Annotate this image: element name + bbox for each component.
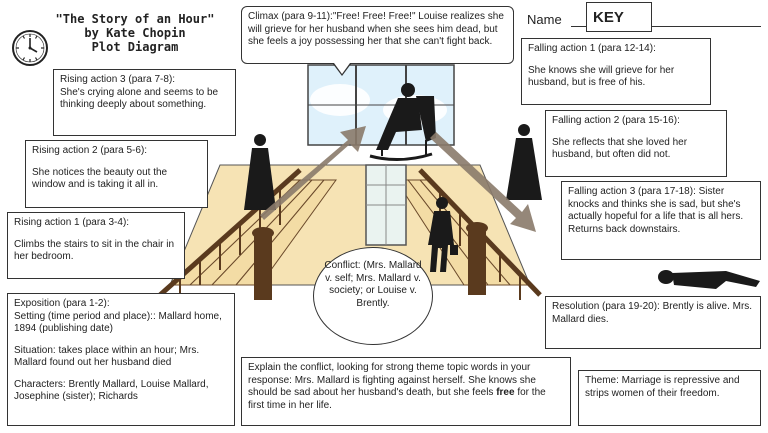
woman-in-rocking-chair — [369, 83, 436, 161]
falling-action-2-text: She reflects that she loved her husband,… — [552, 136, 688, 161]
conflict-explanation-box: Explain the conflict, looking for strong… — [241, 357, 571, 426]
name-field-row: Name KEY — [527, 2, 763, 36]
right-newel-post — [468, 230, 486, 295]
exposition-situation: Situation: takes place within an hour; M… — [14, 344, 200, 369]
conflict-text: Conflict: (Mrs. Mallard v. self; Mrs. Ma… — [324, 260, 422, 309]
conflict-explanation-bold: free — [496, 387, 515, 398]
woman-silhouette-left — [244, 134, 276, 210]
climax-box: Climax (para 9-11):"Free! Free! Free!" L… — [241, 6, 514, 64]
clock-icon — [12, 30, 48, 66]
rising-action-3-box: Rising action 3 (para 7-8): She's crying… — [53, 69, 236, 136]
resolution-text: Resolution (para 19-20): Brently is aliv… — [552, 301, 753, 325]
exposition-characters: Characters: Brently Mallard, Louise Mall… — [14, 378, 209, 403]
title-line-subtitle: Plot Diagram — [91, 40, 179, 54]
resolution-box: Resolution (para 19-20): Brently is aliv… — [545, 296, 761, 349]
man-with-briefcase-silhouette — [428, 197, 458, 272]
door-illustration — [365, 164, 407, 246]
rising-action-1-text: Climbs the stairs to sit in the chair in… — [14, 238, 175, 263]
rising-arrow — [260, 126, 366, 220]
key-box: KEY — [586, 2, 652, 32]
rising-action-2-box: Rising action 2 (para 5-6): She notices … — [25, 140, 208, 208]
falling-action-1-text: She knows she will grieve for her husban… — [528, 64, 675, 89]
falling-arrow — [430, 132, 536, 232]
rising-action-2-text: She notices the beauty out the window an… — [32, 166, 168, 191]
rising-action-3-heading: Rising action 3 (para 7-8): — [60, 74, 176, 85]
exposition-setting: Setting (time period and place):: Mallar… — [14, 310, 222, 335]
rising-action-2-heading: Rising action 2 (para 5-6): — [32, 145, 148, 156]
falling-action-2-box: Falling action 2 (para 15-16): She refle… — [545, 110, 727, 177]
diagram-title: "The Story of an Hour" by Kate Chopin Pl… — [40, 12, 230, 54]
theme-box: Theme: Marriage is repressive and strips… — [578, 370, 761, 426]
conflict-explanation-after: for the first time in her life. — [248, 387, 546, 411]
falling-action-2-heading: Falling action 2 (para 15-16): — [552, 115, 680, 126]
falling-action-3-box: Falling action 3 (para 17-18): Sister kn… — [561, 181, 761, 260]
conflict-explanation-text: Explain the conflict, looking for strong… — [248, 362, 564, 412]
name-underline — [571, 26, 761, 27]
rising-action-1-heading: Rising action 1 (para 3-4): — [14, 217, 130, 228]
exposition-box: Exposition (para 1-2): Setting (time per… — [7, 293, 235, 426]
falling-action-1-box: Falling action 1 (para 12-14): She knows… — [521, 38, 711, 105]
title-line-author: by Kate Chopin — [84, 26, 186, 40]
falling-action-1-heading: Falling action 1 (para 12-14): — [528, 43, 656, 54]
fallen-body-silhouette — [658, 270, 760, 289]
title-line-story: "The Story of an Hour" — [55, 12, 215, 26]
left-newel-post — [254, 235, 272, 300]
rising-action-1-box: Rising action 1 (para 3-4): Climbs the s… — [7, 212, 185, 279]
name-label: Name — [527, 12, 562, 27]
rising-action-3-text: She's crying alone and seems to be think… — [60, 86, 219, 111]
staircase-scene-illustration — [158, 64, 542, 300]
climax-text: Climax (para 9-11):"Free! Free! Free!" L… — [248, 11, 504, 47]
theme-text: Theme: Marriage is repressive and strips… — [585, 375, 740, 399]
conflict-explanation-before: Explain the conflict, looking for strong… — [248, 362, 536, 398]
woman-silhouette-right — [506, 124, 542, 200]
exposition-heading: Exposition (para 1-2): — [14, 298, 110, 309]
conflict-ellipse: Conflict: (Mrs. Mallard v. self; Mrs. Ma… — [313, 247, 433, 345]
falling-action-3-text: Falling action 3 (para 17-18): Sister kn… — [568, 186, 744, 235]
